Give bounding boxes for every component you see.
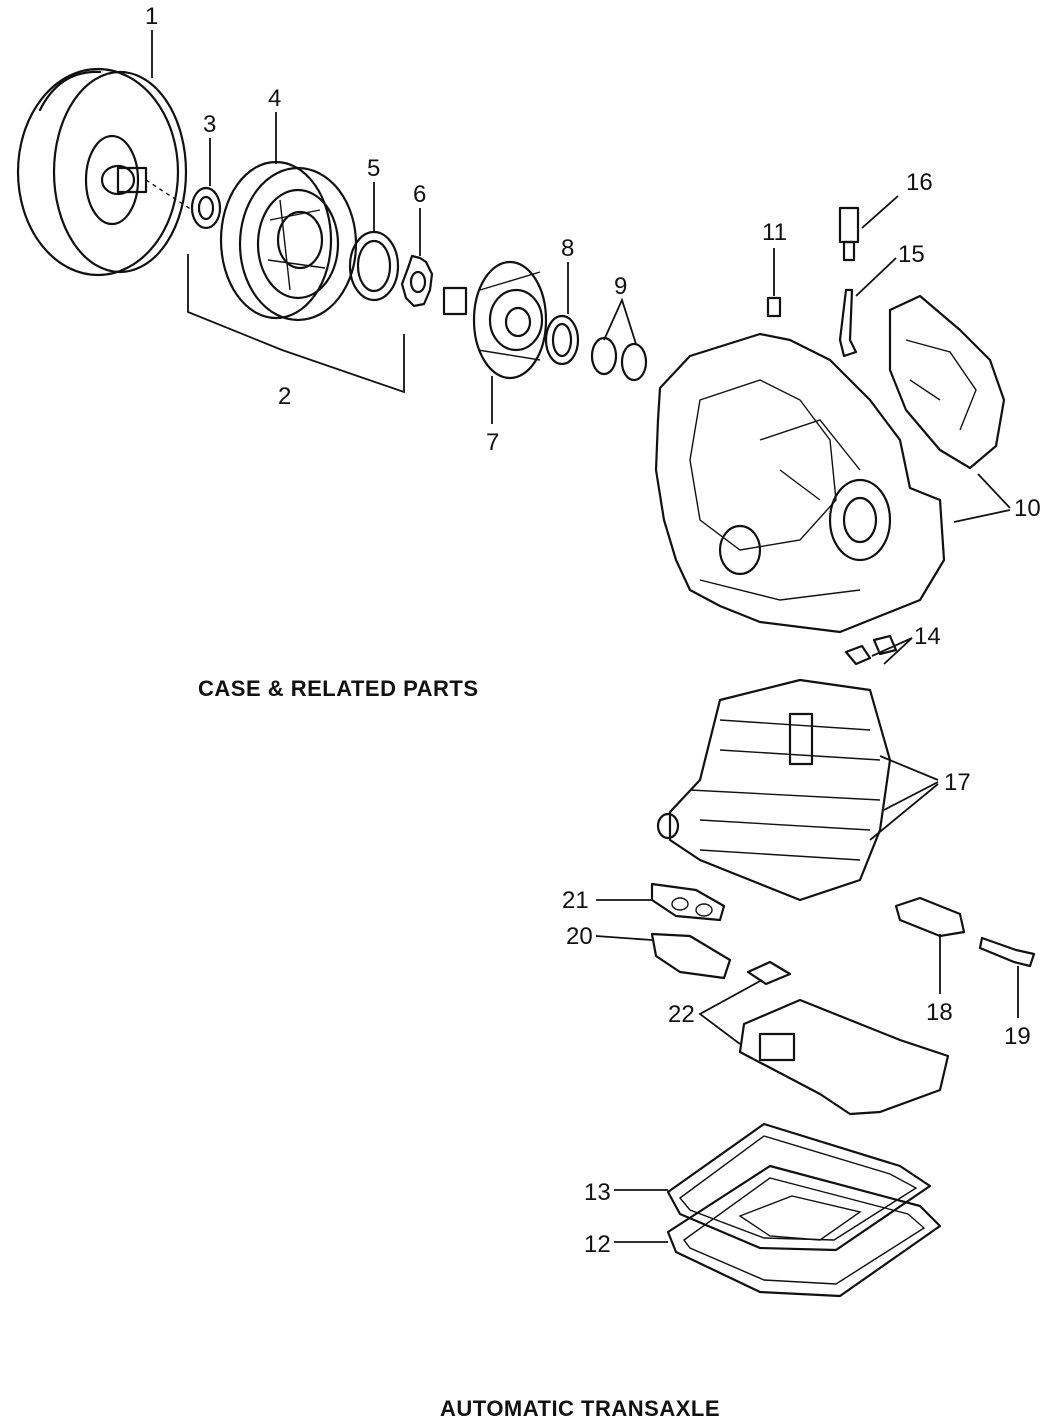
callout-4: 4 xyxy=(268,85,281,112)
thrust-washer-part xyxy=(544,314,580,366)
callout-10: 10 xyxy=(1014,495,1041,522)
seal-rings-part xyxy=(590,336,648,382)
callout-11: 11 xyxy=(762,219,787,246)
oil-pan-part xyxy=(666,1164,942,1298)
torque-converter-part xyxy=(16,67,193,277)
case-bolt-part xyxy=(766,248,782,318)
pan-gasket-part xyxy=(666,1122,932,1252)
callout-2: 2 xyxy=(278,383,291,410)
solenoid-part xyxy=(894,896,966,938)
oil-seal-part xyxy=(190,186,222,230)
callout-8: 8 xyxy=(561,235,574,262)
driven-gear-part xyxy=(348,230,400,302)
transaxle-case-part xyxy=(654,294,1006,634)
callout-5: 5 xyxy=(367,155,380,182)
callout-19: 19 xyxy=(1004,1023,1031,1050)
clips-part xyxy=(844,634,898,666)
callout-16: 16 xyxy=(906,169,933,196)
dipstick-tube-part xyxy=(838,288,858,358)
callout-13: 13 xyxy=(584,1179,611,1206)
callout-7: 7 xyxy=(486,429,499,456)
drain-bolt-part xyxy=(978,936,1036,968)
callout-3: 3 xyxy=(203,111,216,138)
callout-12: 12 xyxy=(584,1231,611,1258)
callout-numbers: 1 2 3 4 5 6 7 8 9 10 11 12 13 14 15 16 1… xyxy=(145,3,1041,1258)
drive-gear-part xyxy=(400,254,434,308)
valve-body-part xyxy=(656,678,892,902)
callout-18: 18 xyxy=(926,999,953,1026)
callout-6: 6 xyxy=(413,181,426,208)
oil-pump-body-part xyxy=(219,160,358,322)
callout-9: 9 xyxy=(614,273,627,300)
callout-14: 14 xyxy=(914,623,941,650)
speed-sensor-part xyxy=(838,206,860,262)
oil-strainer-part xyxy=(738,960,950,1116)
pump-cover-part xyxy=(442,260,548,380)
leader-lines xyxy=(151,30,1019,1243)
section-caption: CASE & RELATED PARTS xyxy=(198,676,479,701)
callout-22: 22 xyxy=(668,1001,695,1028)
callout-15: 15 xyxy=(898,241,925,268)
gasket-21-part xyxy=(650,882,726,922)
callout-21: 21 xyxy=(562,887,589,914)
footer-caption: AUTOMATIC TRANSAXLE xyxy=(440,1396,721,1421)
pump-assembly-bracket xyxy=(187,254,405,394)
plate-20-part xyxy=(650,932,732,980)
callout-17: 17 xyxy=(944,769,971,796)
callout-20: 20 xyxy=(566,923,593,950)
callout-1: 1 xyxy=(145,3,158,30)
